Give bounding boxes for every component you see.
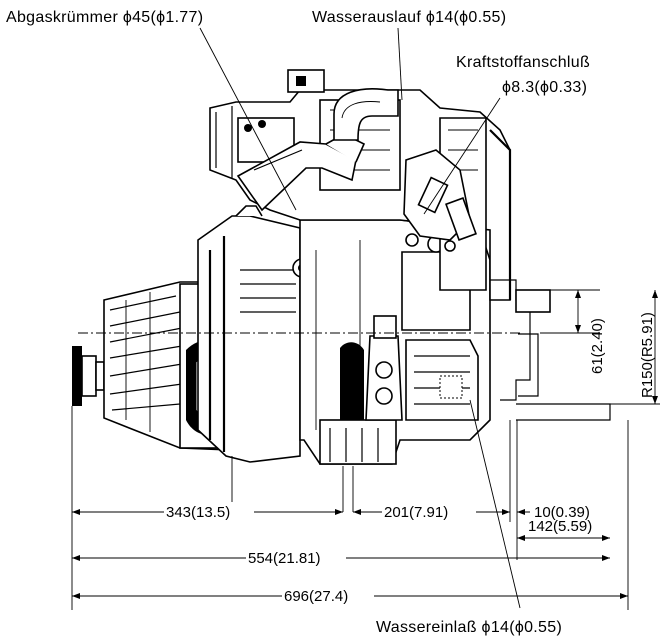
leader-exhaust bbox=[199, 27, 297, 211]
leader-fuel bbox=[423, 97, 501, 215]
dim-201: 201(7.91) bbox=[384, 504, 448, 521]
dim-343: 343(13.5) bbox=[166, 504, 230, 521]
label-exhaust: Abgaskrümmer ϕ45(ϕ1.77) bbox=[6, 9, 203, 26]
label-water-inlet: Wassereinlaß ϕ14(ϕ0.55) bbox=[376, 619, 562, 636]
drive-flange bbox=[72, 346, 105, 406]
label-fuel-line-2: ϕ8.3(ϕ0.33) bbox=[502, 79, 587, 96]
leader-water-inlet bbox=[469, 399, 521, 609]
label-water-outlet: Wasserauslauf ϕ14(ϕ0.55) bbox=[312, 9, 506, 26]
engine-mount-bracket bbox=[490, 279, 611, 421]
label-fuel-line-1: Kraftstoffanschluß bbox=[456, 54, 590, 71]
dim-142: 142(5.59) bbox=[528, 518, 592, 535]
part-labels: Abgaskrümmer ϕ45(ϕ1.77) Wasserauslauf ϕ1… bbox=[6, 9, 590, 636]
engine-illustration bbox=[72, 69, 520, 465]
dim-10: 10(0.39) bbox=[534, 504, 590, 521]
dim-696: 696(27.4) bbox=[284, 588, 348, 605]
water-outlet-pipe bbox=[333, 88, 399, 141]
dimension-labels: 343(13.5) 201(7.91) 10(0.39) 142(5.59) 5… bbox=[164, 312, 656, 606]
dim-61: 61(2.40) bbox=[589, 318, 606, 374]
leader-water-outlet bbox=[397, 27, 403, 101]
fuel-pump bbox=[403, 149, 477, 252]
dim-554: 554(21.81) bbox=[248, 550, 321, 567]
dim-r150: R150(R5.91) bbox=[639, 312, 656, 398]
leader-lines bbox=[199, 27, 521, 609]
flywheel-housing bbox=[197, 205, 312, 463]
